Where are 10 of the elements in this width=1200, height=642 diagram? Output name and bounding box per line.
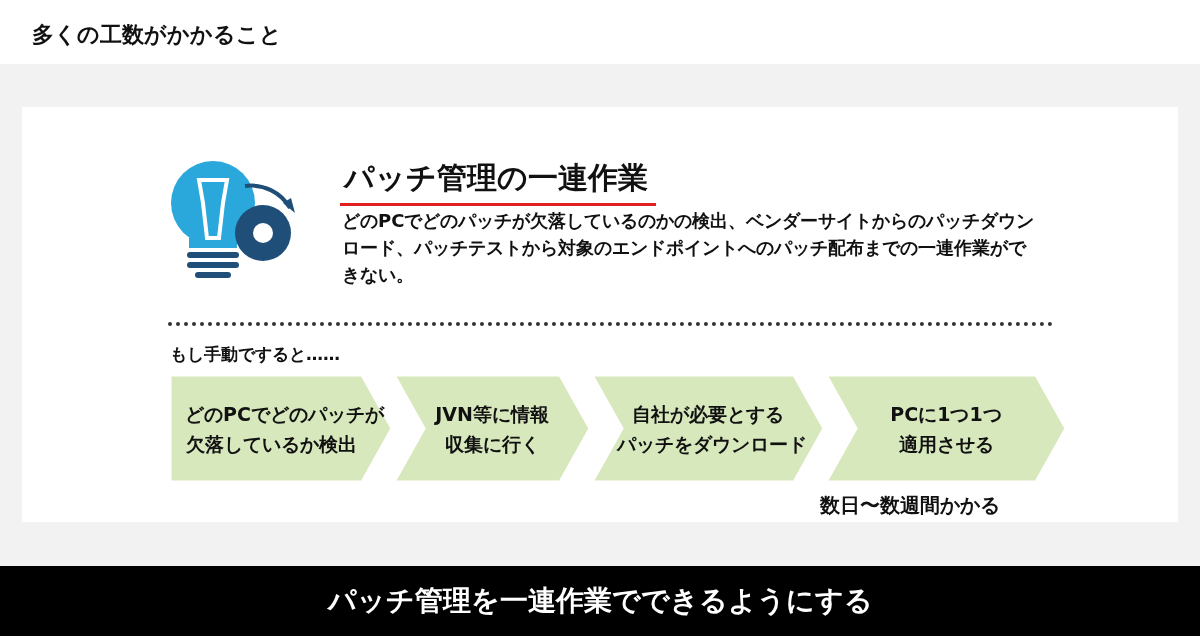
chevron-step: JVN等に情報収集に行く bbox=[394, 375, 590, 482]
bottom-banner: パッチ管理を一連作業でできるようにする bbox=[0, 566, 1200, 636]
description-text: どのPCでどのパッチが欠落しているのかの検出、ベンダーサイトからのパッチダウンロード、パッチテストから対象のエンドポイントへのパッチ配布までの一連作業ができない。 bbox=[342, 209, 1036, 287]
page-title: 多くの工数がかかること bbox=[32, 21, 282, 49]
chevron-step: 自社が必要とするパッチをダウンロード bbox=[592, 375, 824, 482]
duration-note: 数日〜数週間かかる bbox=[820, 492, 1000, 519]
section-heading: パッチ管理の一連作業 bbox=[340, 158, 656, 206]
intro-text: もし手動ですると…… bbox=[170, 343, 340, 366]
chevron-step: どのPCでどのパッチが欠落しているか検出 bbox=[170, 375, 392, 482]
chevron-step: PCに1つ1つ適用させる bbox=[826, 375, 1066, 482]
